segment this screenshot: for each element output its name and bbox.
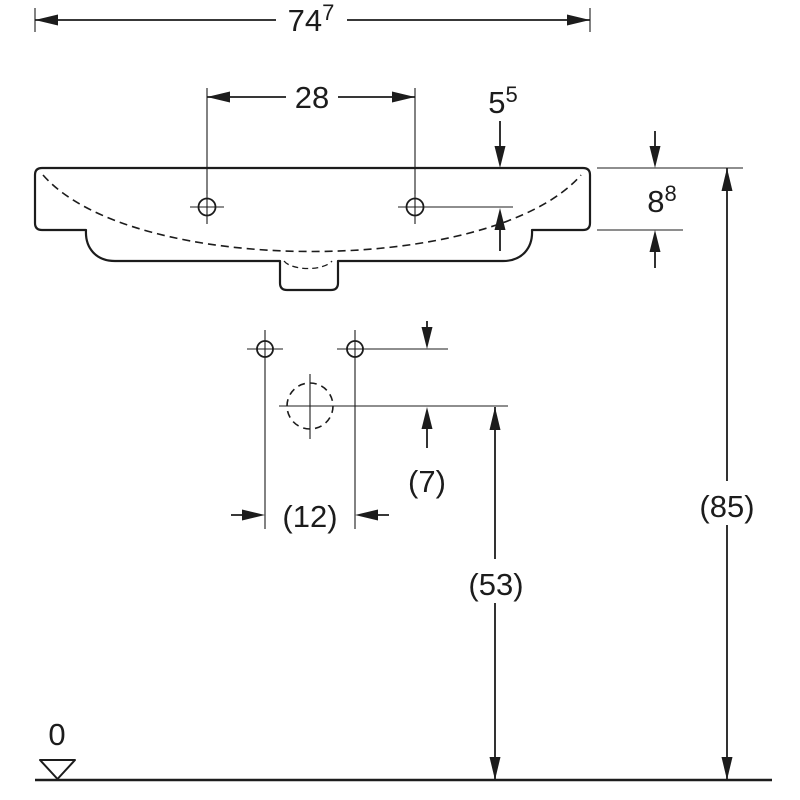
arrowhead-up — [494, 208, 506, 230]
detail-hole-right-circle — [346, 340, 364, 358]
arrowhead-up — [489, 407, 501, 430]
label-background — [456, 559, 535, 603]
arrowhead-left — [207, 91, 230, 103]
basin-outline — [33, 166, 592, 292]
arrowhead-down — [489, 757, 501, 780]
dimension-rim-height: 88 — [597, 131, 743, 268]
arrowhead-right — [392, 91, 415, 103]
tap-hole-left-circle — [197, 197, 217, 217]
arrowhead-right-pointing — [242, 509, 265, 521]
outlet-dashed-circle — [286, 382, 334, 430]
detail-hole-left-circle — [256, 340, 274, 358]
arrowhead-up — [721, 168, 733, 191]
tap-hole-right — [398, 190, 432, 224]
tap-hole-left — [190, 190, 224, 224]
tap-hole-right-circle — [405, 197, 425, 217]
basin-front-view — [33, 166, 592, 292]
arrowhead-up — [649, 230, 661, 252]
dimension-label-overall-width: 747 — [288, 0, 335, 38]
arrowhead-right — [567, 14, 590, 26]
dimension-rim-to-tap-hole: 55 — [432, 82, 518, 251]
arrowhead-left — [35, 14, 58, 26]
dimension-overall-width: 747 — [34, 0, 591, 38]
bowl-rim-dashed-curve — [42, 174, 582, 253]
arrowhead-left-pointing — [355, 509, 378, 521]
dimension-overall-height: (85) — [692, 168, 762, 780]
arrowhead-down — [721, 757, 733, 780]
arrowhead-down — [421, 327, 433, 349]
dimension-label-overall-height: (85) — [699, 489, 754, 524]
dimension-label-tap-spacing: 28 — [295, 80, 329, 115]
dimension-outlet-height: (53) — [456, 407, 535, 780]
arrowhead-up — [421, 407, 433, 429]
dimension-label-tap-to-outlet: (7) — [408, 464, 446, 499]
label-background — [692, 481, 762, 525]
floor-datum: 0 — [35, 717, 772, 782]
dimension-label-rim-to-tap: 55 — [488, 82, 518, 120]
dimension-label-outlet-height: (53) — [468, 567, 523, 602]
dimension-detail-hole-spacing: (12) — [231, 499, 389, 534]
dimension-tap-line-to-outlet: (7) — [408, 321, 446, 499]
floor-level-label: 0 — [48, 717, 65, 752]
overflow-dashed-detail — [283, 260, 333, 270]
dimension-label-detail-spacing: (12) — [282, 499, 337, 534]
datum-triangle-icon — [39, 759, 76, 780]
arrowhead-down — [649, 146, 661, 168]
tap-hole-detail-view — [247, 330, 508, 529]
dimension-tap-hole-spacing: 28 — [206, 80, 416, 194]
arrowhead-down — [494, 146, 506, 168]
dimension-label-rim-height: 88 — [647, 181, 677, 219]
